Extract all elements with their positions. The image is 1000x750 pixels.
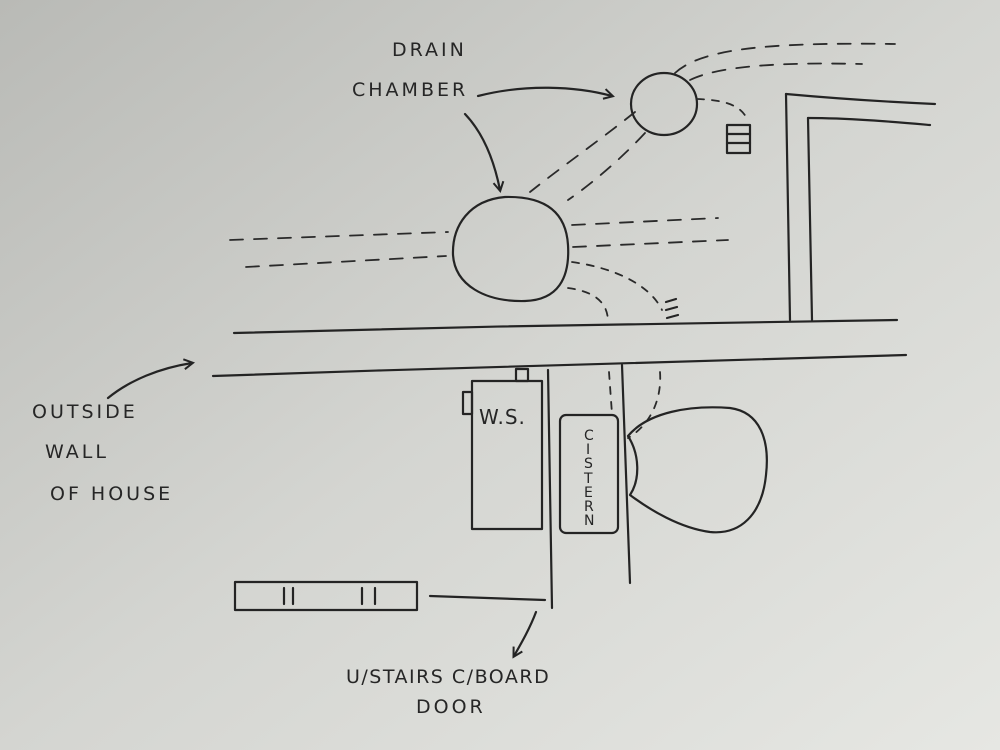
drain-pipe-curve (571, 261, 663, 311)
cistern-letter-3: S (584, 456, 593, 472)
wash-stand-label: W.S. (479, 405, 526, 429)
drain-pipe-right-1 (571, 217, 719, 226)
cistern-letter-2: I (586, 442, 590, 458)
cupboard-door (233, 580, 419, 612)
small-drain-chamber (629, 71, 699, 137)
cistern-letter-4: T (583, 471, 593, 487)
drain-pipe-diagonal-2 (567, 132, 646, 201)
outbuilding-wall-inner (806, 116, 932, 127)
gully-grate (725, 123, 752, 155)
cupboard-door-label-line2: DOOR (416, 696, 486, 718)
drain-chamber-label-line2: CHAMBER (352, 79, 468, 101)
outbuilding-wall-top (784, 92, 937, 106)
arrow-to-small-chamber (476, 86, 612, 96)
outside-wall-label-line3: OF HOUSE (50, 483, 173, 505)
cupboard-door-label-line1: U/STAIRS C/BOARD (346, 666, 550, 688)
pipe-hatch (664, 297, 680, 320)
drain-pipe-left-1 (229, 231, 449, 241)
drain-chamber-label-line1: DRAIN (392, 39, 467, 61)
drain-pipe-top-right-1 (674, 42, 896, 74)
wash-stand-tap (514, 367, 530, 383)
toilet-bowl (626, 406, 768, 534)
outside-wall-label-line2: WALL (45, 441, 109, 463)
arrow-to-outside-wall (106, 363, 192, 400)
drain-pipe-left-2 (245, 255, 447, 268)
drain-pipe-right-2 (572, 239, 729, 248)
cistern-letter-5: E (584, 485, 593, 501)
cistern-letter-1: C (584, 428, 594, 444)
arrow-to-large-chamber (463, 112, 500, 190)
outside-wall-line-top (232, 318, 899, 335)
wash-stand-side-tab (461, 390, 474, 416)
cistern-letter-6: R (584, 499, 594, 515)
large-drain-chamber (451, 195, 570, 303)
outbuilding-wall-vertical-1 (784, 92, 792, 322)
drain-pipe-to-gully (696, 98, 749, 123)
outbuilding-wall-vertical-2 (806, 116, 814, 322)
cupboard-wall-right (620, 363, 632, 585)
drain-pipe-top-right-2 (689, 62, 863, 81)
outside-wall-label-line1: OUTSIDE (32, 401, 138, 423)
cistern-letter-7: N (584, 513, 594, 529)
arrow-to-door (514, 610, 538, 656)
outside-wall-line-bottom (211, 353, 908, 378)
cistern (558, 413, 620, 535)
cupboard-wall-left (546, 368, 554, 610)
soil-pipe-through-wall (608, 371, 613, 415)
door-swing-line (428, 594, 547, 602)
wash-stand (470, 379, 544, 531)
drain-pipe-down (567, 287, 609, 323)
